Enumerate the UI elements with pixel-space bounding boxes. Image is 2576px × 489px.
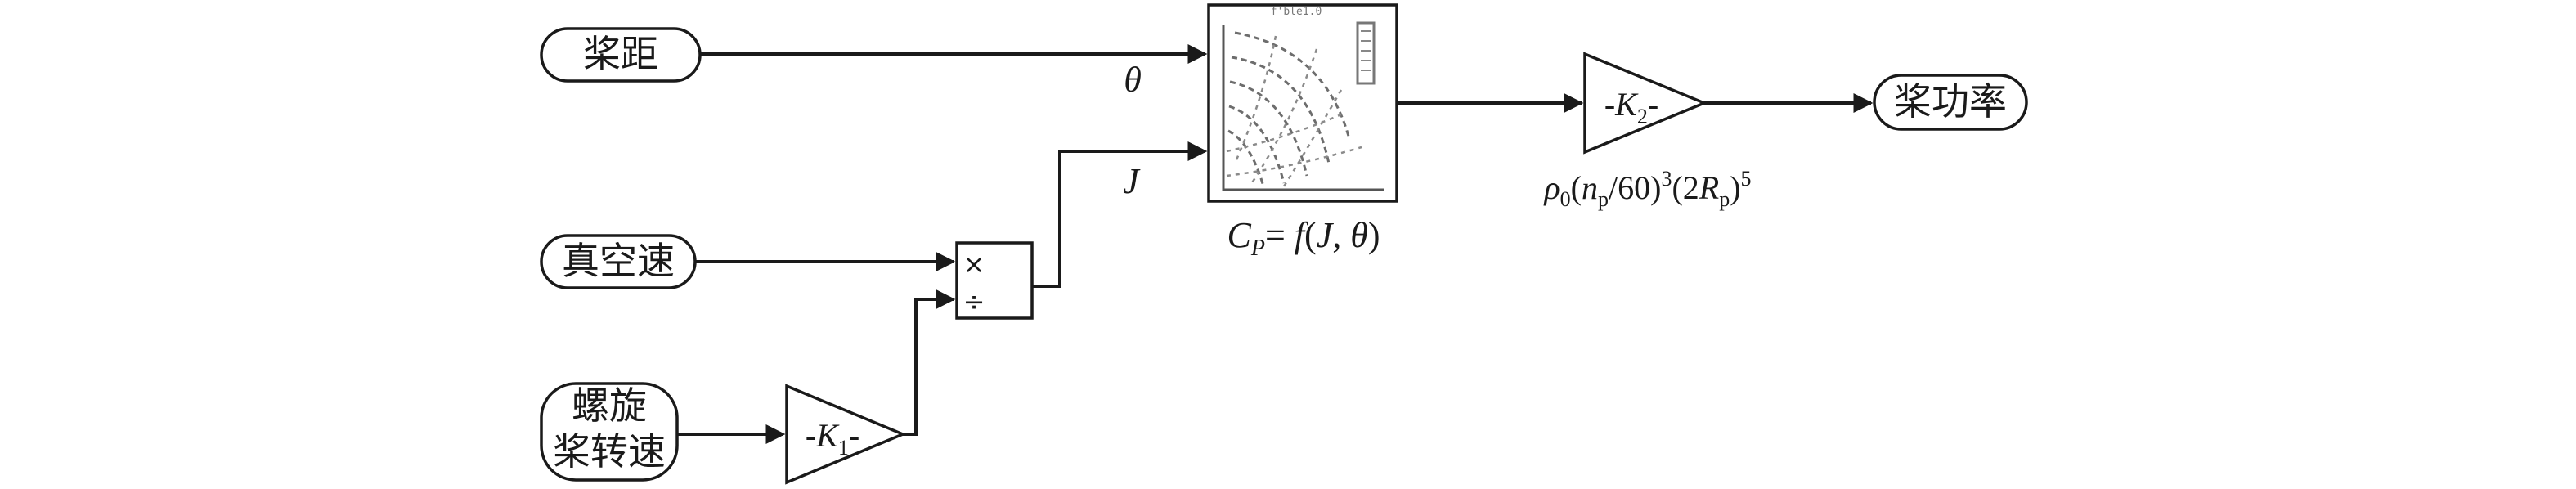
multiply-sign: × [963, 249, 985, 280]
theta-signal-label: θ [1124, 60, 1142, 100]
airspeed-label: 真空速 [562, 239, 675, 283]
prop-power-label: 桨功率 [1894, 79, 2007, 123]
prop-speed-label-line1: 螺旋 [572, 384, 647, 428]
pitch-label: 桨距 [583, 32, 658, 76]
prop-speed-input-block[interactable]: 螺旋 桨转速 [540, 382, 679, 482]
airspeed-input-block[interactable]: 真空速 [540, 234, 697, 289]
pitch-input-block[interactable]: 桨距 [540, 27, 702, 83]
gain-k2-block[interactable]: -K2- [1583, 52, 1708, 155]
connections [677, 44, 1874, 444]
gain-k1-block[interactable]: -K1- [785, 384, 907, 485]
k1-to-product-line [903, 289, 956, 436]
prop-power-output-block[interactable]: 桨功率 [1873, 74, 2028, 131]
cp-map-plot: f'ble1.0 [1222, 6, 1384, 191]
cp-map-plot-title: f'ble1.0 [1271, 6, 1322, 18]
cp-function-label: CP= f(J, θ) [1227, 215, 1380, 261]
prop-speed-label-line2: 桨转速 [553, 429, 666, 473]
k2-expression-label: ρ0(np/60)3(2Rp)5 [1542, 167, 1751, 211]
product-to-lookup-line [1032, 141, 1208, 288]
j-signal-label: J [1123, 161, 1141, 201]
divide-sign: ÷ [963, 286, 985, 317]
gain-k2-label: -K2- [1604, 86, 1658, 128]
gain-k1-label: -K1- [806, 417, 859, 460]
product-divide-block[interactable]: × ÷ [955, 241, 1034, 320]
cp-lookup-table-block[interactable]: f'ble1.0 [1207, 3, 1398, 203]
